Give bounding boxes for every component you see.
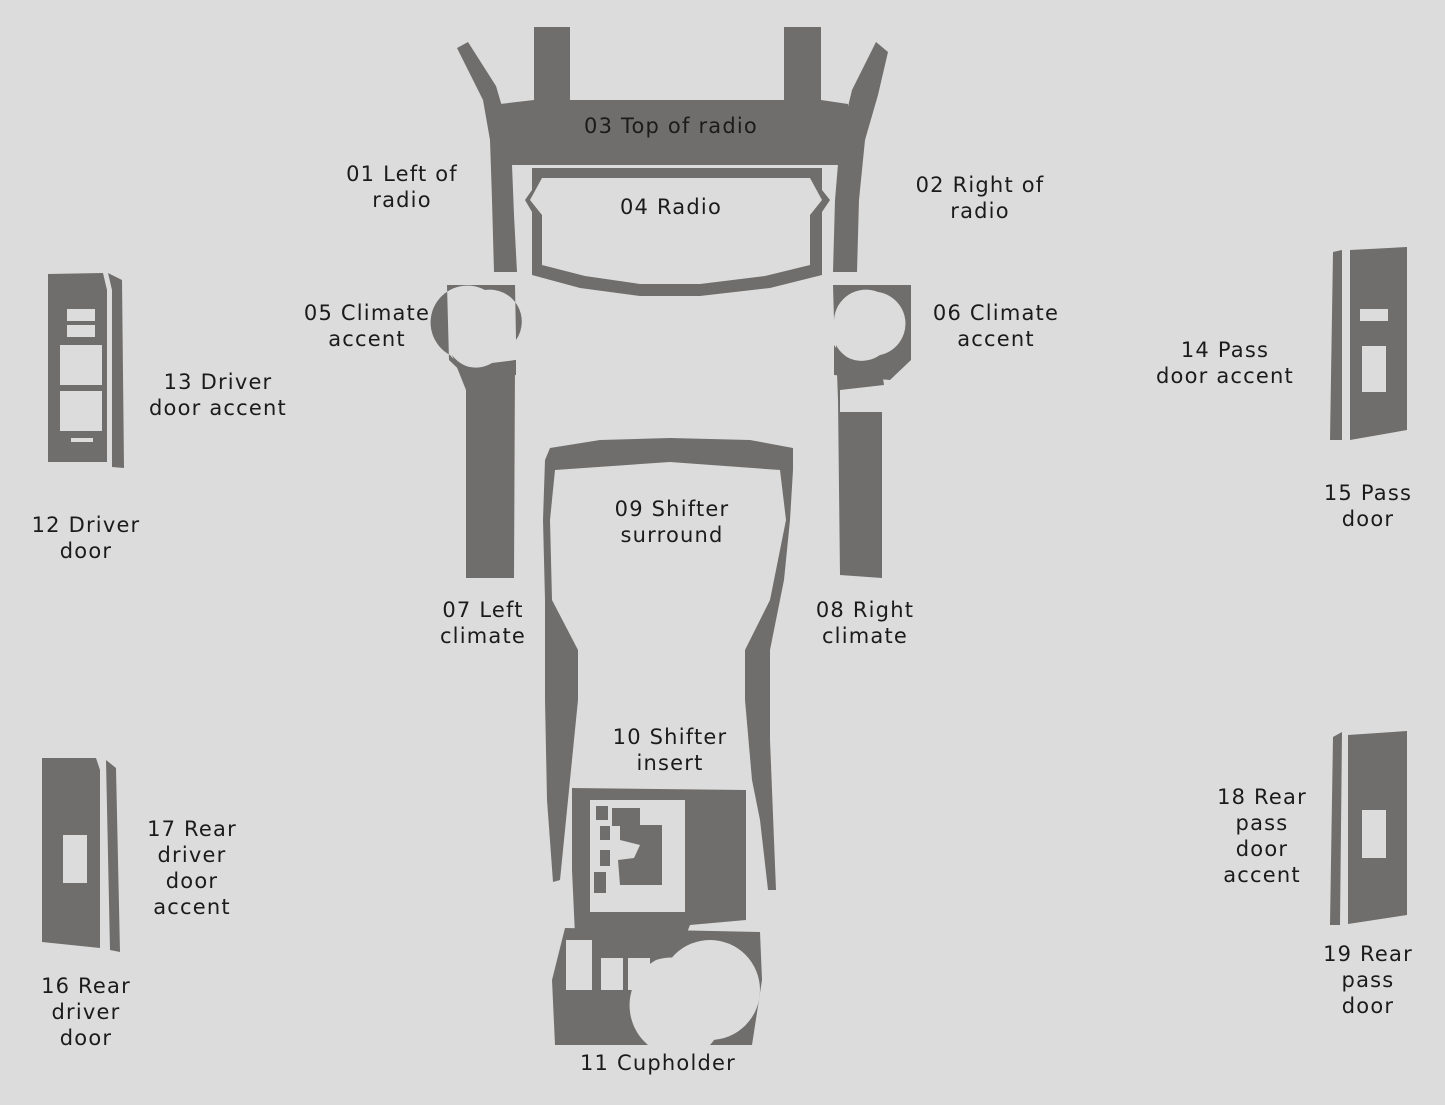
part-03-top-of-radio	[500, 27, 848, 165]
part-17-rear-driver-door-accent	[106, 760, 120, 952]
part-07-left-climate	[452, 355, 515, 578]
part-13-driver-door-accent	[108, 273, 124, 468]
label-03: 03 Top of radio	[584, 114, 758, 138]
part-09-shifter-surround	[543, 438, 793, 890]
part-06-climate-accent	[833, 285, 911, 380]
part-08-right-climate	[836, 345, 884, 578]
label-04: 04 Radio	[619, 195, 722, 219]
part-14-pass-door-accent	[1330, 250, 1342, 440]
part-15-pass-door	[1350, 247, 1407, 440]
part-02-right-of-radio	[833, 42, 888, 272]
label-11: 11 Cupholder	[580, 1051, 736, 1075]
part-01-left-of-radio	[457, 42, 517, 272]
part-18-rear-pass-door-accent	[1330, 732, 1342, 925]
